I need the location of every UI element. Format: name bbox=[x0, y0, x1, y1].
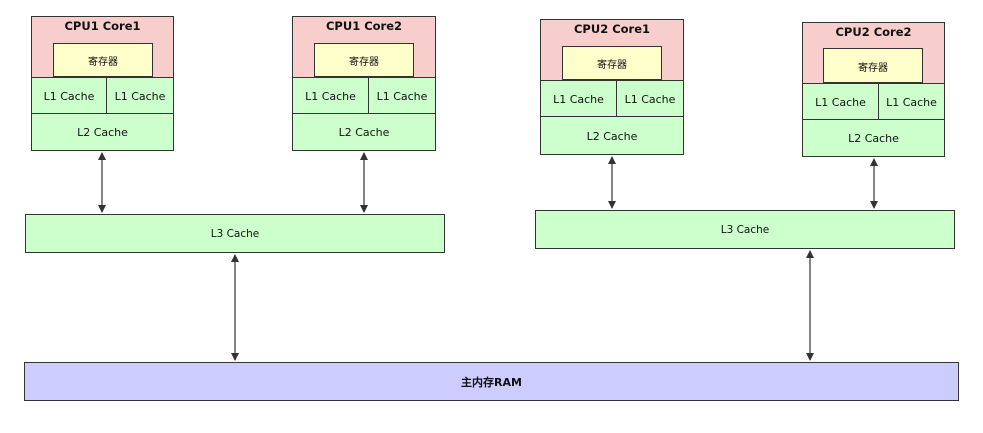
core-title: CPU1 Core1 bbox=[64, 19, 141, 33]
core-title: CPU1 Core2 bbox=[325, 19, 403, 33]
l1-cache-box: L1 Cache bbox=[368, 77, 436, 114]
l1-cache-box: L1 Cache bbox=[31, 77, 107, 114]
register-box: 寄存器 bbox=[53, 43, 153, 77]
core-title: CPU2 Core1 bbox=[573, 22, 651, 36]
l1-cache-box: L1 Cache bbox=[540, 80, 617, 117]
l2-cache-box: L2 Cache bbox=[540, 116, 684, 155]
l1-cache-box: L1 Cache bbox=[802, 83, 879, 120]
core-title: CPU2 Core2 bbox=[835, 25, 912, 39]
l2-cache-box: L2 Cache bbox=[292, 113, 436, 151]
register-box: 寄存器 bbox=[562, 46, 662, 80]
l2-cache-box: L2 Cache bbox=[31, 113, 174, 151]
cpu2-l3-cache-box: L3 Cache bbox=[535, 210, 955, 249]
l1-cache-box: L1 Cache bbox=[878, 83, 945, 120]
l1-cache-box: L1 Cache bbox=[106, 77, 174, 114]
main-memory-ram-box: 主内存RAM bbox=[24, 362, 959, 401]
cpu1-l3-cache-box: L3 Cache bbox=[25, 214, 445, 253]
register-box: 寄存器 bbox=[823, 48, 923, 83]
l1-cache-box: L1 Cache bbox=[616, 80, 684, 117]
register-box: 寄存器 bbox=[314, 43, 414, 77]
l2-cache-box: L2 Cache bbox=[802, 119, 945, 157]
l1-cache-box: L1 Cache bbox=[292, 77, 369, 114]
